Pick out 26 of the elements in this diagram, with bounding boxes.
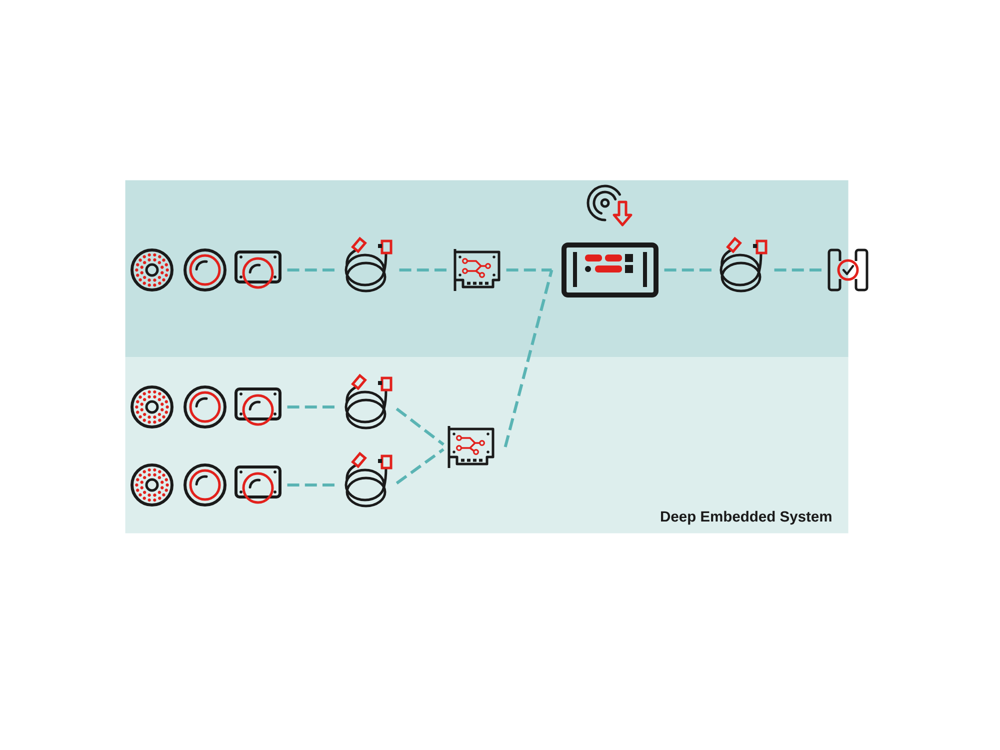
checkmark-icon xyxy=(828,248,868,292)
dashed-connector xyxy=(399,268,448,272)
camera-icon xyxy=(234,250,282,289)
disc-download-icon xyxy=(586,184,632,226)
dashed-connector xyxy=(774,268,822,272)
dashed-connector xyxy=(396,408,444,446)
dashed-connector xyxy=(506,268,552,272)
lens-icon xyxy=(184,248,226,292)
circuit-card-icon xyxy=(454,249,500,291)
ring-light-icon xyxy=(130,248,174,292)
camera-icon xyxy=(234,466,282,504)
device-box-icon xyxy=(562,242,658,298)
dashed-connector xyxy=(287,406,337,408)
dashed-connector xyxy=(664,268,712,272)
dashed-connector xyxy=(504,270,554,448)
dashed-connector xyxy=(396,448,444,484)
dashed-connector xyxy=(287,484,337,486)
shaded-band: Deep Embedded System xyxy=(125,357,848,534)
lens-icon xyxy=(184,386,226,428)
ring-light-icon xyxy=(130,386,174,428)
shaded-band xyxy=(125,180,848,358)
camera-icon xyxy=(234,388,282,426)
dashed-connector xyxy=(287,268,337,272)
circuit-card-icon xyxy=(448,426,494,468)
lens-icon xyxy=(184,464,226,506)
ring-light-icon xyxy=(130,464,174,506)
